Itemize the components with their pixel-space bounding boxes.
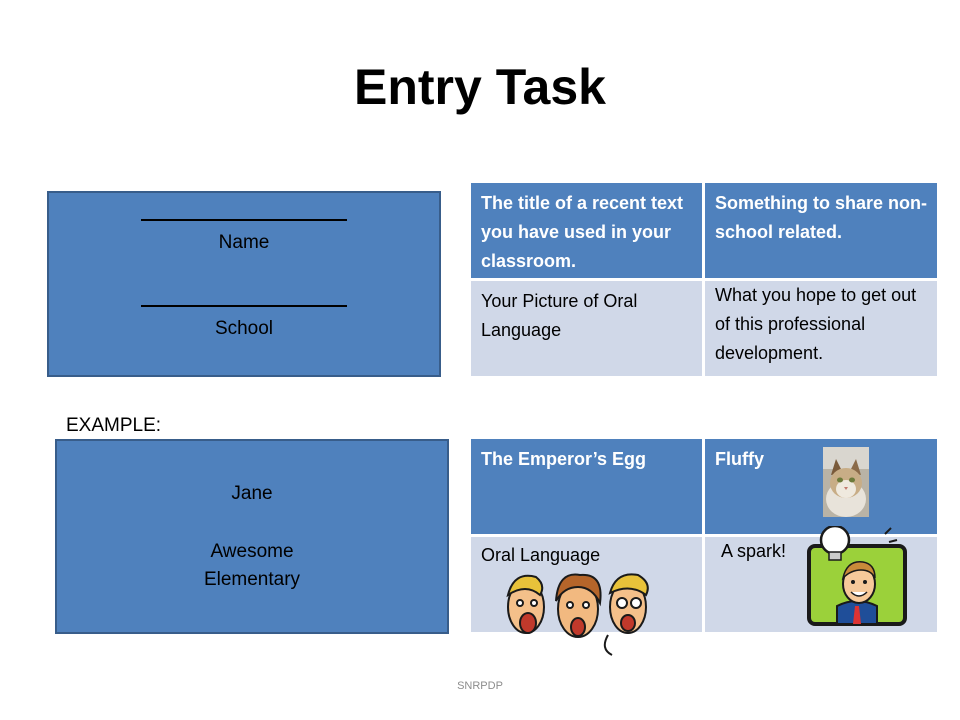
name-label: Name [218, 232, 270, 253]
grid-header-share: Something to share non-school related. [705, 183, 937, 278]
example-name: Jane [231, 483, 273, 504]
entry-task-grid: The title of a recent text you have used… [471, 183, 937, 376]
example-label: EXAMPLE: [66, 415, 162, 436]
grid-cell-oral-language: Your Picture of Oral Language [471, 281, 702, 376]
talking-people-icon [506, 573, 649, 656]
example-header-fluffy: Fluffy [705, 439, 937, 534]
light-bulb-man-icon [807, 526, 907, 626]
school-label: School [214, 318, 274, 339]
footer-text: SNRPDP [457, 680, 503, 692]
school-underline [141, 305, 347, 307]
name-underline [141, 219, 347, 221]
page-title: Entry Task [354, 59, 606, 115]
example-school-line2: Elementary [203, 569, 301, 590]
grid-cell-hope: What you hope to get out of this profess… [705, 281, 937, 376]
cat-photo-icon [823, 447, 869, 517]
example-header-book: The Emperor’s Egg [471, 439, 702, 534]
template-id-box: Name School [47, 191, 441, 377]
example-school-line1: Awesome [210, 541, 294, 562]
example-id-box: Jane Awesome Elementary [55, 439, 449, 634]
grid-header-text-title: The title of a recent text you have used… [471, 183, 702, 278]
